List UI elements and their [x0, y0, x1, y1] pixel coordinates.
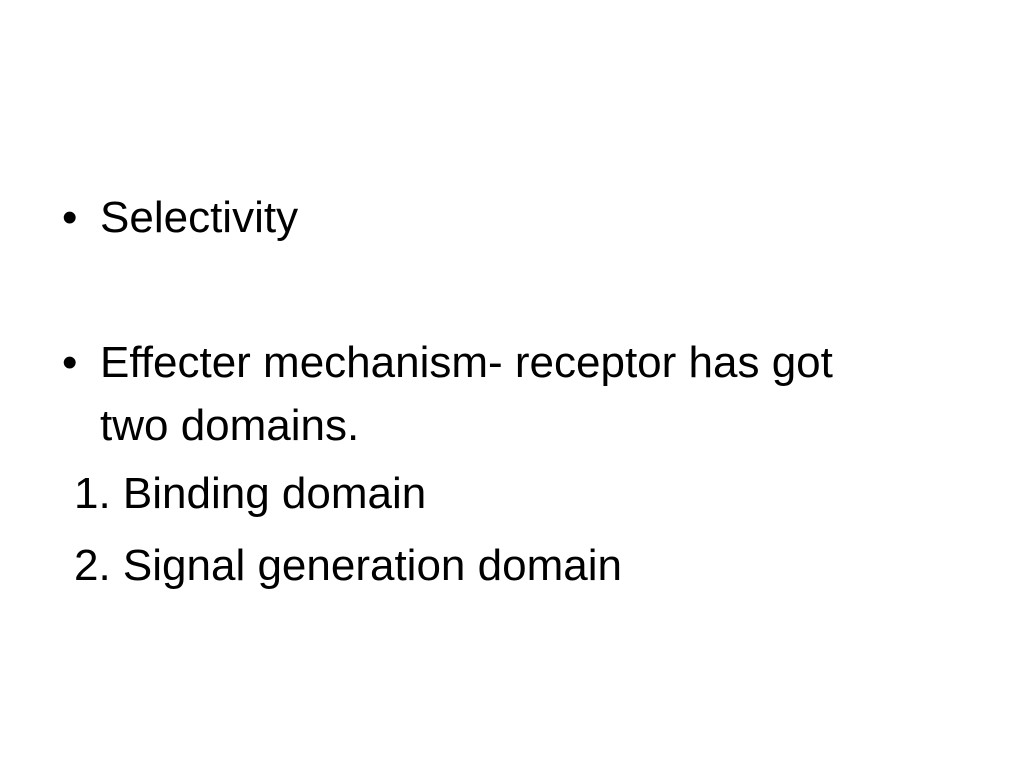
numbered-item-signal-generation-domain: 2. Signal generation domain [74, 541, 622, 590]
bullet-text-line-1: Effecter mechanism- receptor has got [100, 338, 833, 387]
bullet-text: Selectivity [100, 193, 299, 242]
bullet-icon: • [62, 338, 78, 387]
bullet-icon: • [62, 193, 78, 242]
bullet-item-effecter-mechanism: • Effecter mechanism- receptor has got t… [62, 331, 1002, 457]
numbered-item-binding-domain: 1. Binding domain [74, 469, 427, 518]
bullet-item-selectivity: • Selectivity [62, 186, 1002, 249]
slide-body: • Selectivity • Effecter mechanism- rece… [62, 186, 1002, 597]
bullet-text-line-2: two domains. [100, 401, 360, 450]
